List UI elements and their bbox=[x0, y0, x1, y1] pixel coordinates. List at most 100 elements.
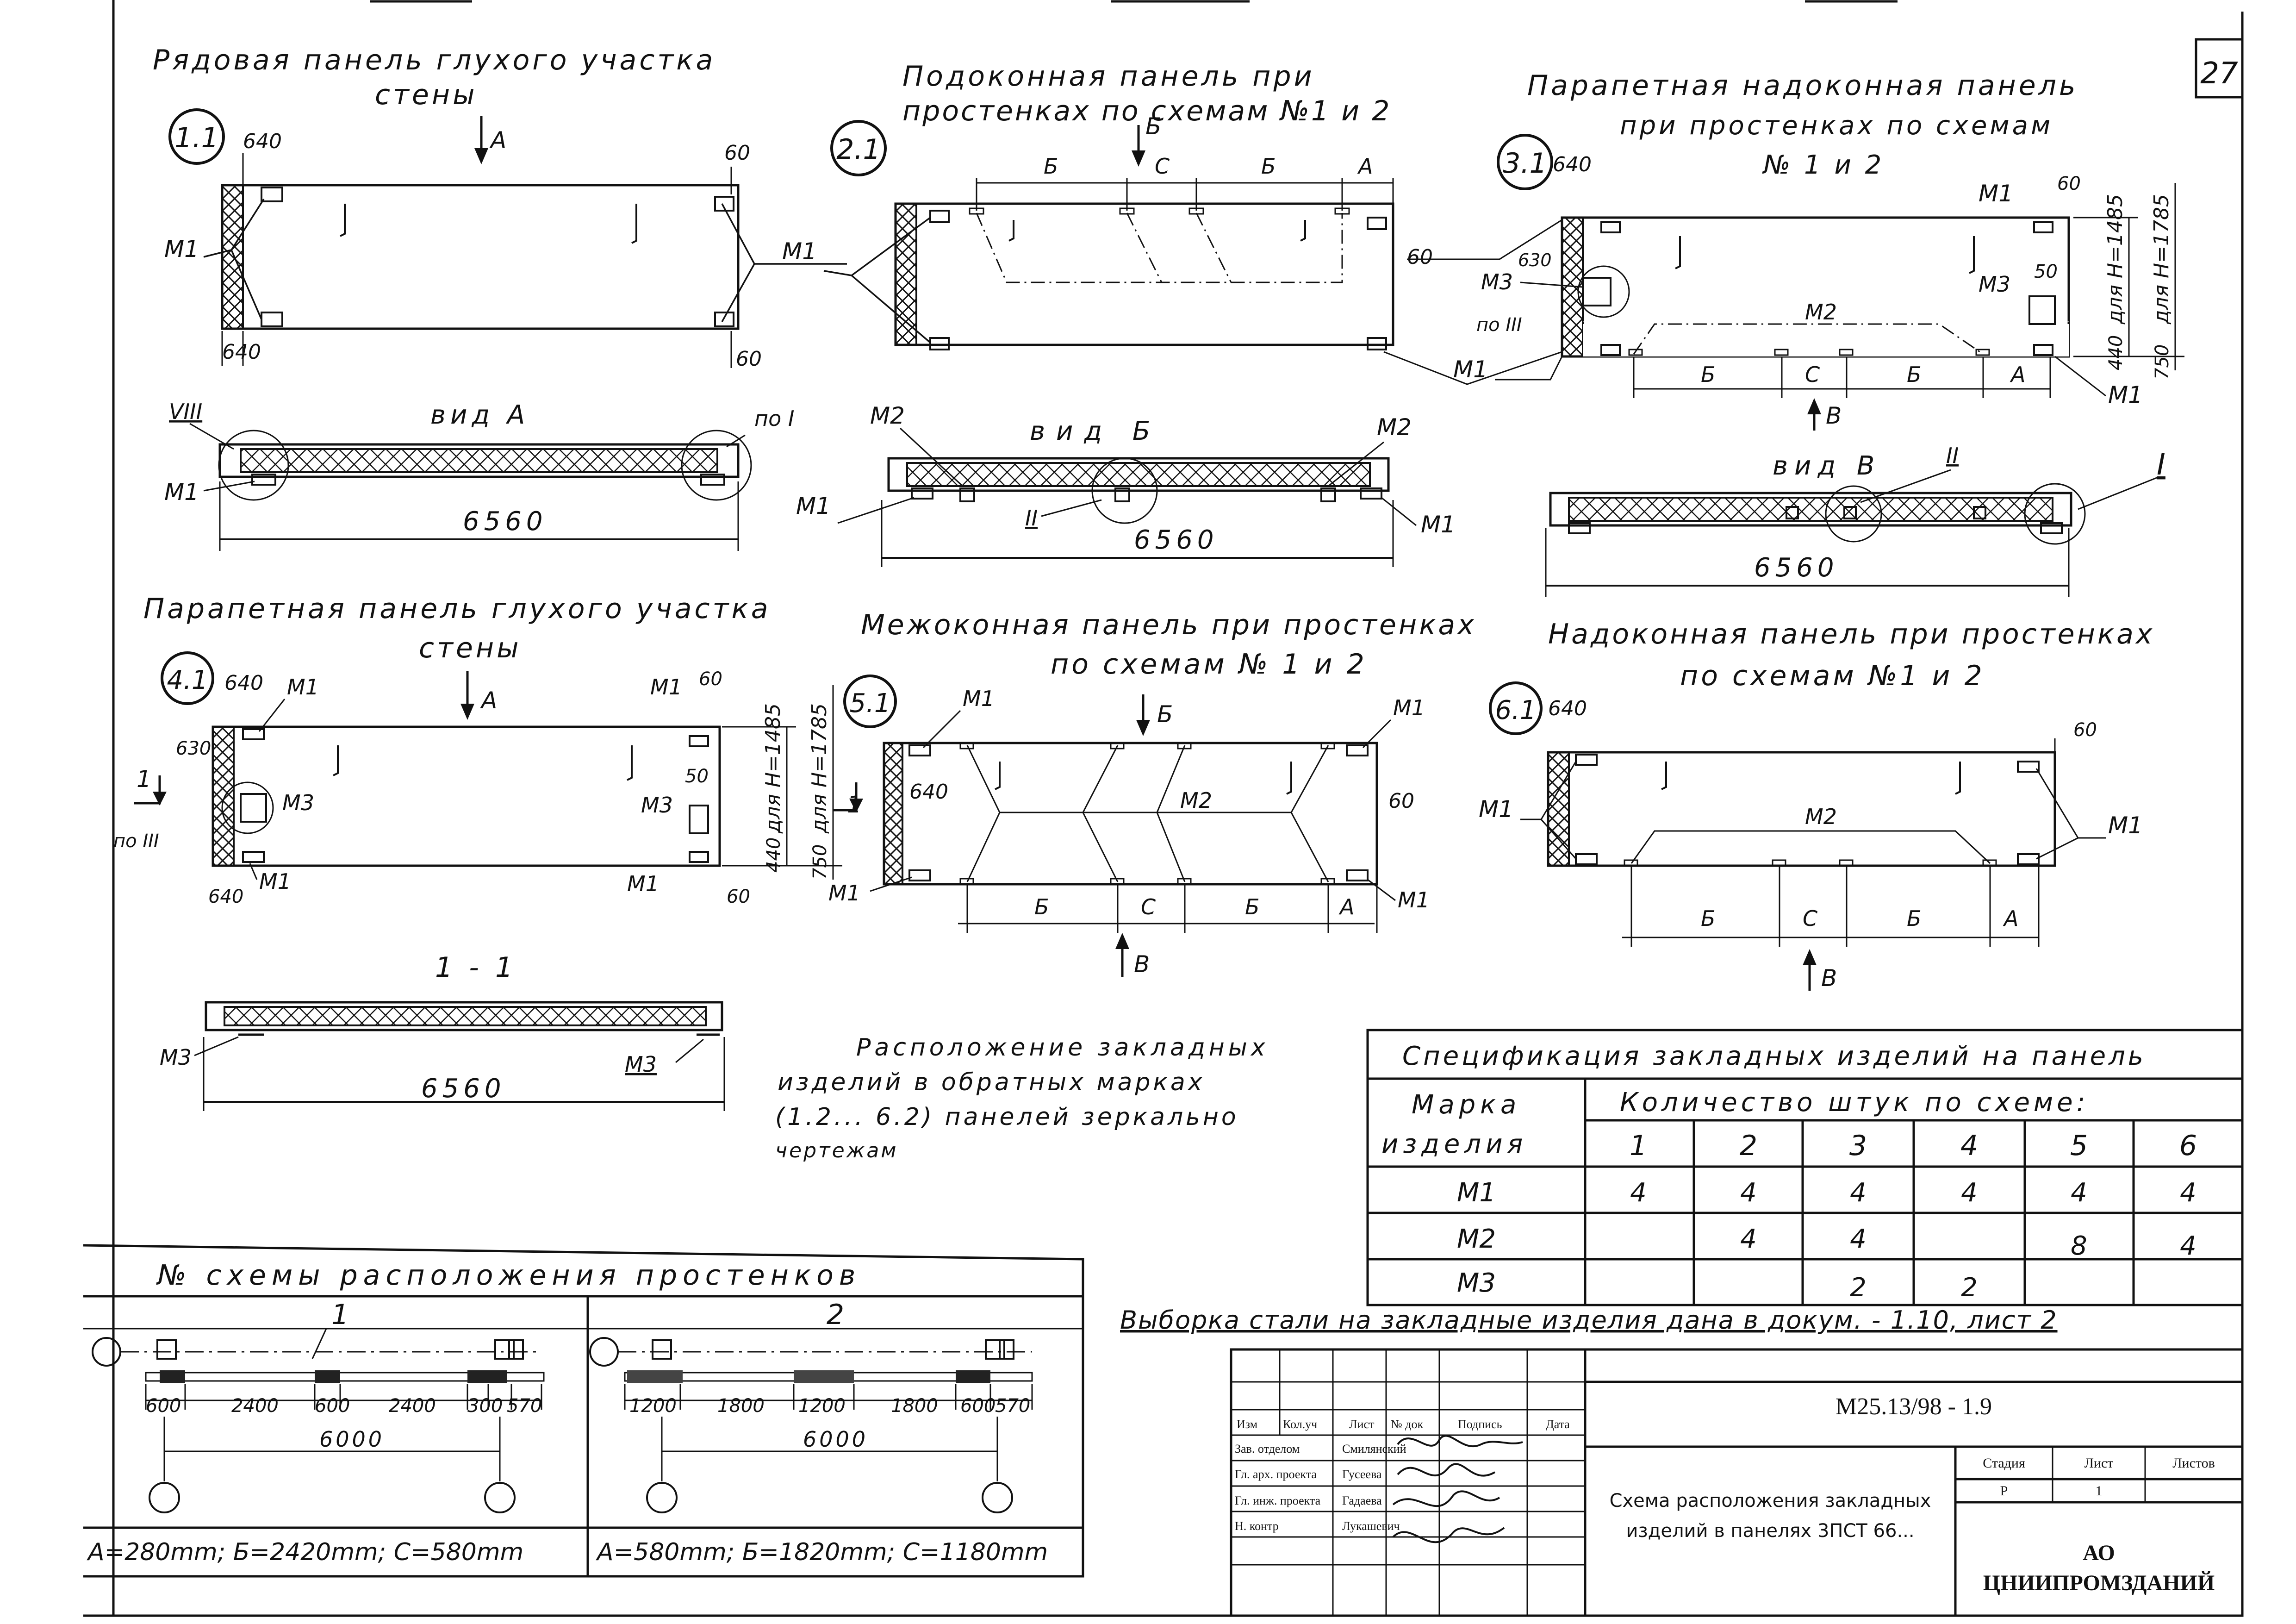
title-block-sheets-header: Листов bbox=[2172, 1455, 2215, 1471]
title-block-description-line-2: изделий в панелях 3ПСТ 66... bbox=[1626, 1520, 1914, 1542]
spec-table-scheme-4: 4 bbox=[1960, 1130, 1978, 1162]
panel-3-1-dim-60: 60 bbox=[2057, 173, 2081, 194]
panel-4-1-callout-m3-right: М3 bbox=[641, 793, 673, 818]
view-a-callout-viii: VIII bbox=[169, 399, 202, 424]
panel-6-1-arrow-label: В bbox=[1821, 965, 1837, 992]
spec-table-cell: 8 bbox=[2071, 1231, 2087, 1261]
panel-3-1-dim-h1485: для Н=1485 bbox=[2103, 194, 2127, 325]
section-1-1-title: 1 - 1 bbox=[435, 951, 516, 984]
tb-role: Н. контр bbox=[1235, 1519, 1279, 1533]
panel-4-1-callout-m1-bottom-left: М1 bbox=[259, 869, 291, 894]
panel-4-1-dim-50: 50 bbox=[685, 766, 709, 787]
tb-header: № док bbox=[1391, 1418, 1424, 1431]
panel-5-1-dim-640: 640 bbox=[909, 780, 948, 804]
panel-4-1-dim-640-bottom: 640 bbox=[208, 886, 243, 907]
panel-3-1-arrow-label: В bbox=[1826, 402, 1842, 429]
tb-name: Лукашевич bbox=[1342, 1519, 1400, 1533]
title-block-signatures bbox=[1392, 1435, 1523, 1543]
mirror-note-line-1: Расположение закладных bbox=[856, 1034, 1269, 1062]
panel-3-1-dim-440: 440 bbox=[2105, 335, 2127, 370]
panel-6-1-dim-b-1: Б bbox=[1701, 906, 1716, 931]
panel-5-1: Межоконная панель при простенках по схем… bbox=[828, 609, 1474, 978]
panel-6-1-callout-m2: М2 bbox=[1805, 804, 1837, 829]
panel-3-1-title-line-1: Парапетная надоконная панель bbox=[1527, 69, 2078, 102]
view-v-callout-ii: II bbox=[1946, 443, 1959, 468]
view-b-dim-6560: 6560 bbox=[1134, 525, 1219, 555]
spec-table-mark-header-2: изделия bbox=[1381, 1129, 1527, 1159]
panel-1-1-callout-m1-left: М1 bbox=[164, 236, 199, 262]
panel-3-1-dim-b-1: Б bbox=[1701, 362, 1716, 387]
view-b-callout-m1-right: М1 bbox=[1421, 511, 1456, 538]
panel-4-1: Парапетная панель глухого участка стены … bbox=[113, 593, 842, 907]
scheme-1-segment: 600 bbox=[315, 1395, 350, 1417]
view-v-dim-6560: 6560 bbox=[1754, 553, 1839, 583]
spec-table-scheme-6: 6 bbox=[2179, 1130, 2197, 1162]
panel-3-1-dim-c: С bbox=[1805, 362, 1820, 387]
view-v-callout-i: I bbox=[2157, 448, 2165, 482]
panel-6-1-dim-a: А bbox=[2003, 906, 2018, 931]
panel-4-1-callout-po-iii: по III bbox=[113, 831, 159, 852]
spec-table-mark-header-1: Марка bbox=[1412, 1090, 1521, 1120]
view-b: вид Б М2 М2 II М1 М1 6560 bbox=[796, 402, 1456, 567]
panel-4-1-dim-h1485: для Н=1485 bbox=[761, 703, 785, 834]
title-block-code: M25.13/98 - 1.9 bbox=[1836, 1393, 1992, 1420]
panel-4-1-dim-60-top: 60 bbox=[699, 668, 722, 690]
panel-1-1: Рядовая панель глухого участка стены 1.1… bbox=[153, 44, 847, 371]
panel-4-1-mark: 4.1 bbox=[167, 665, 208, 695]
scheme-2-segment: 1800 bbox=[891, 1395, 938, 1417]
scheme-1-drawing: 600 2400 600 2400 300 570 6000 bbox=[92, 1328, 545, 1513]
spec-table-cell: 2 bbox=[1850, 1273, 1867, 1303]
mirror-note-line-4: чертежам bbox=[775, 1139, 898, 1162]
panel-4-1-section-mark: 1 bbox=[137, 766, 151, 793]
spec-table-cell: 4 bbox=[1850, 1224, 1867, 1254]
panel-3-1-callout-m3-right: М3 bbox=[1979, 272, 2010, 297]
spec-table-scheme-3: 3 bbox=[1849, 1130, 1867, 1162]
panel-2-1: Подоконная панель при простенках по схем… bbox=[782, 60, 1433, 350]
scheme-1-total: 6000 bbox=[319, 1427, 385, 1452]
panel-6-1-dim-60: 60 bbox=[2073, 719, 2097, 741]
mirror-note-line-3: (1.2... 6.2) панелей зеркально bbox=[775, 1103, 1239, 1131]
section-1-1-dim-6560: 6560 bbox=[421, 1074, 506, 1104]
panel-2-1-dim-c: С bbox=[1155, 154, 1170, 179]
panel-3-1-callout-po-iii: по III bbox=[1476, 314, 1522, 336]
spec-table-mark: М1 bbox=[1457, 1178, 1496, 1208]
title-block-org-line-1: АО bbox=[2083, 1541, 2115, 1565]
view-b-callout-m2-right: М2 bbox=[1377, 414, 1412, 441]
panel-5-1-dim-a: А bbox=[1338, 894, 1354, 919]
section-1-1-callout-m3-right: М3 bbox=[625, 1052, 657, 1077]
panel-5-1-mark: 5.1 bbox=[849, 688, 890, 718]
panel-3-1-title-line-2: при простенках по схемам bbox=[1620, 111, 2053, 141]
scheme-2-segment: 570 bbox=[995, 1395, 1030, 1417]
panel-6-1-mark: 6.1 bbox=[1495, 695, 1536, 725]
panel-2-1-dim-60: 60 bbox=[1407, 245, 1433, 269]
panel-1-1-mark: 1.1 bbox=[174, 122, 218, 154]
panel-1-1-title-line-1: Рядовая панель глухого участка bbox=[153, 44, 716, 76]
view-b-callout-m2-left: М2 bbox=[870, 402, 905, 429]
panel-3-1-dim-50: 50 bbox=[2034, 261, 2058, 282]
scheme-1-segment: 2400 bbox=[389, 1395, 436, 1417]
scheme-2-segment: 1200 bbox=[629, 1395, 677, 1417]
panel-4-1-arrow-label: А bbox=[480, 687, 497, 714]
spec-table-cell: 4 bbox=[2180, 1178, 2196, 1208]
section-1-1-callout-m3-left: М3 bbox=[160, 1045, 192, 1070]
spec-table-cell: 4 bbox=[1850, 1178, 1867, 1208]
scheme-2-total: 6000 bbox=[803, 1427, 868, 1452]
panel-3-1-dim-640: 640 bbox=[1553, 153, 1592, 176]
panel-1-1-dim-640-bottom: 640 bbox=[222, 340, 261, 364]
scheme-2-segment: 1200 bbox=[798, 1395, 846, 1417]
spec-table-cell: 4 bbox=[2180, 1231, 2196, 1261]
spec-table-scheme-headers: 1 2 3 4 5 6 bbox=[1630, 1130, 2197, 1162]
title-block-staff: Зав. отделом Смилянский Гл. арх. проекта… bbox=[1235, 1442, 1406, 1533]
panel-4-1-callout-m1-top-right: М1 bbox=[650, 675, 682, 700]
spec-table-row-m1: М1 4 4 4 4 4 4 bbox=[1457, 1178, 2196, 1208]
spec-table-scheme-1: 1 bbox=[1630, 1130, 1647, 1162]
panel-4-1-dim-750: 750 bbox=[809, 844, 831, 880]
spec-table-cell: 4 bbox=[1740, 1224, 1757, 1254]
panel-1-1-arrow-label: А bbox=[489, 127, 506, 154]
sheet-number: 27 bbox=[2200, 56, 2238, 91]
panel-2-1-title-line-1: Подоконная панель при bbox=[902, 60, 1315, 93]
title-block-sheet-header: Лист bbox=[2084, 1455, 2114, 1471]
title-block: Изм Кол.уч Лист № док Подпись Дата Зав. … bbox=[1230, 1348, 2244, 1617]
panel-5-1-dim-60: 60 bbox=[1388, 789, 1414, 813]
spec-table-mark: М3 bbox=[1457, 1268, 1496, 1298]
